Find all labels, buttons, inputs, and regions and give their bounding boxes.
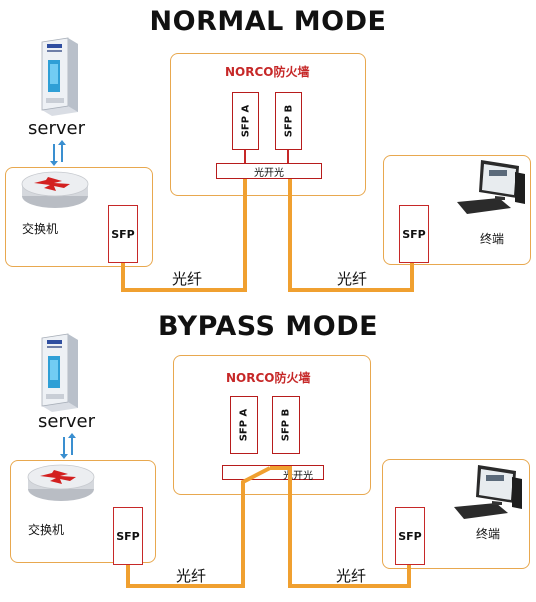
- fiber-right-label: 光纤: [337, 270, 368, 288]
- terminal-label: 终端: [480, 232, 505, 246]
- server-tower-icon: [38, 36, 82, 121]
- firewall-title: NORCO防火墙: [226, 371, 311, 385]
- switch-sfp-module: SFP: [113, 507, 143, 565]
- fiber-left-label: 光纤: [172, 270, 203, 288]
- switch-sfp-module: SFP: [108, 205, 138, 263]
- bidirectional-arrow-icon: [58, 433, 78, 464]
- server-tower-icon: [38, 332, 82, 417]
- switch-router-icon: [20, 170, 90, 215]
- bidirectional-arrow-icon: [48, 140, 68, 171]
- optical-switch-bar: 光开光: [222, 465, 324, 482]
- normal-mode-title: NORMAL MODE: [149, 6, 387, 37]
- switch-label: 交换机: [28, 523, 65, 537]
- fiber-right-label: 光纤: [336, 567, 367, 585]
- firewall-port-b: SFP B: [272, 396, 300, 454]
- optical-switch-label: 光开光: [283, 471, 313, 482]
- switch-router-icon: [26, 463, 96, 508]
- desktop-computer-icon: [455, 158, 529, 223]
- firewall-port-a: SFP A: [232, 92, 259, 150]
- optical-switch-bar: 光开光: [216, 163, 322, 179]
- terminal-sfp-module: SFP: [395, 507, 425, 565]
- bypass-mode-title: BYPASS MODE: [157, 311, 379, 342]
- desktop-computer-icon: [452, 463, 526, 528]
- firewall-port-a: SFP A: [230, 396, 258, 454]
- terminal-sfp-module: SFP: [399, 205, 429, 263]
- server-label: server: [38, 411, 95, 432]
- server-label: server: [28, 118, 85, 139]
- switch-label: 交换机: [22, 222, 59, 236]
- optical-switch-label: 光开光: [254, 167, 284, 179]
- fiber-left-label: 光纤: [176, 567, 207, 585]
- terminal-label: 终端: [476, 527, 501, 541]
- firewall-port-b: SFP B: [275, 92, 302, 150]
- firewall-title: NORCO防火墙: [225, 65, 310, 79]
